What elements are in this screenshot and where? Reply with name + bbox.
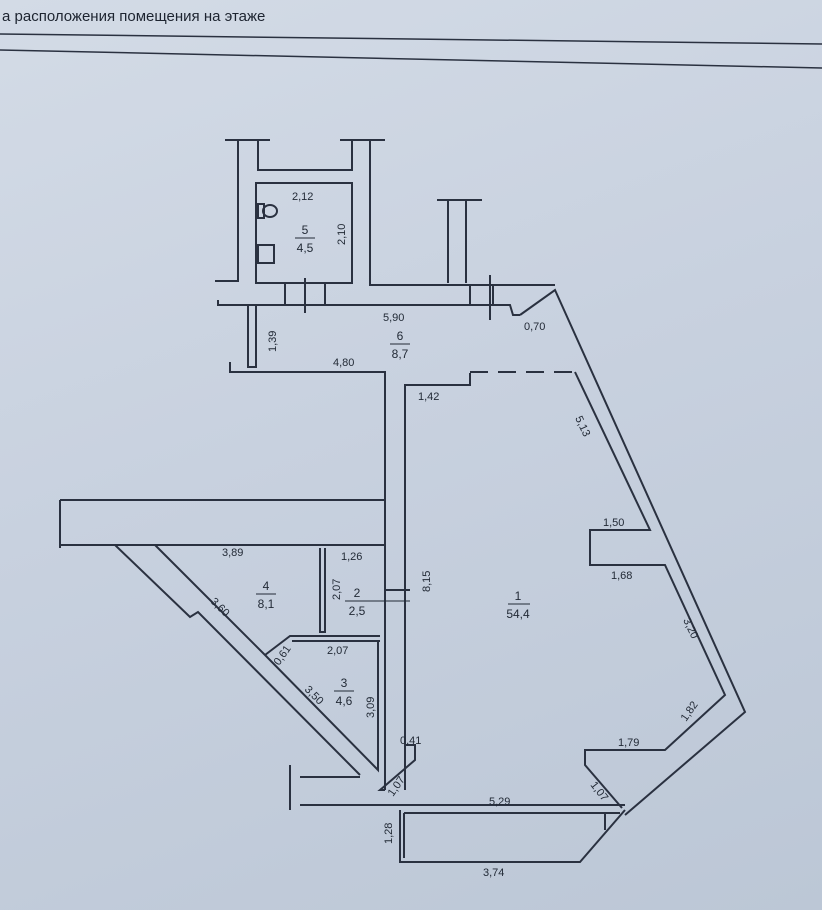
dimension: 1,68 [611, 570, 632, 582]
header-rules [0, 33, 822, 69]
dimension: 5,29 [489, 796, 510, 808]
dimension: 1,50 [603, 517, 624, 529]
dimension: 1,26 [341, 551, 362, 563]
dimension: 8,15 [421, 571, 433, 592]
document-heading: а расположения помещения на этаже [2, 8, 266, 25]
dimension: 2,10 [336, 224, 348, 245]
room-labels: 1 54,4 2 2,5 3 4,6 4 8,1 5 4,5 6 8,7 [256, 223, 530, 708]
dimension: 3,89 [222, 547, 243, 559]
dimension: 3,74 [483, 867, 504, 879]
sink-icon [257, 244, 275, 264]
dimension: 0,70 [524, 321, 545, 333]
dimension: 2,12 [292, 191, 313, 203]
dimension: 4,80 [333, 357, 354, 369]
dimension: 3,50 [302, 684, 326, 708]
room-6-number: 6 [397, 329, 404, 343]
fixtures [257, 203, 278, 264]
toilet-bowl-icon [262, 204, 278, 218]
dimension: 1,79 [618, 737, 639, 749]
dimension: 5,13 [572, 414, 592, 438]
dimension: 2,07 [331, 579, 343, 600]
room-6-area: 8,7 [392, 347, 409, 361]
room-3-number: 3 [341, 676, 348, 690]
dimension: 3,09 [365, 697, 377, 718]
dimension: 2,07 [327, 645, 348, 657]
dimension-labels: 2,12 2,10 5,90 0,70 1,39 4,80 1,42 5,13 … [208, 191, 701, 879]
dimension: 1,28 [383, 823, 395, 844]
room-2-area: 2,5 [349, 604, 366, 618]
room-5-area: 4,5 [297, 241, 314, 255]
room-2-number: 2 [354, 586, 361, 600]
room-4-number: 4 [263, 579, 270, 593]
room-1-number: 1 [515, 589, 522, 603]
room-4-area: 8,1 [258, 597, 275, 611]
dimension: 1,42 [418, 391, 439, 403]
dimension: 3,60 [208, 596, 232, 620]
dimension: 0,41 [400, 735, 421, 747]
room-3-area: 4,6 [336, 694, 353, 708]
dimension: 1,07 [588, 779, 611, 803]
dimension: 1,39 [267, 331, 279, 352]
dimension: 5,90 [383, 312, 404, 324]
room-5-number: 5 [302, 223, 309, 237]
walls [59, 139, 747, 863]
room-1-area: 54,4 [506, 607, 530, 621]
